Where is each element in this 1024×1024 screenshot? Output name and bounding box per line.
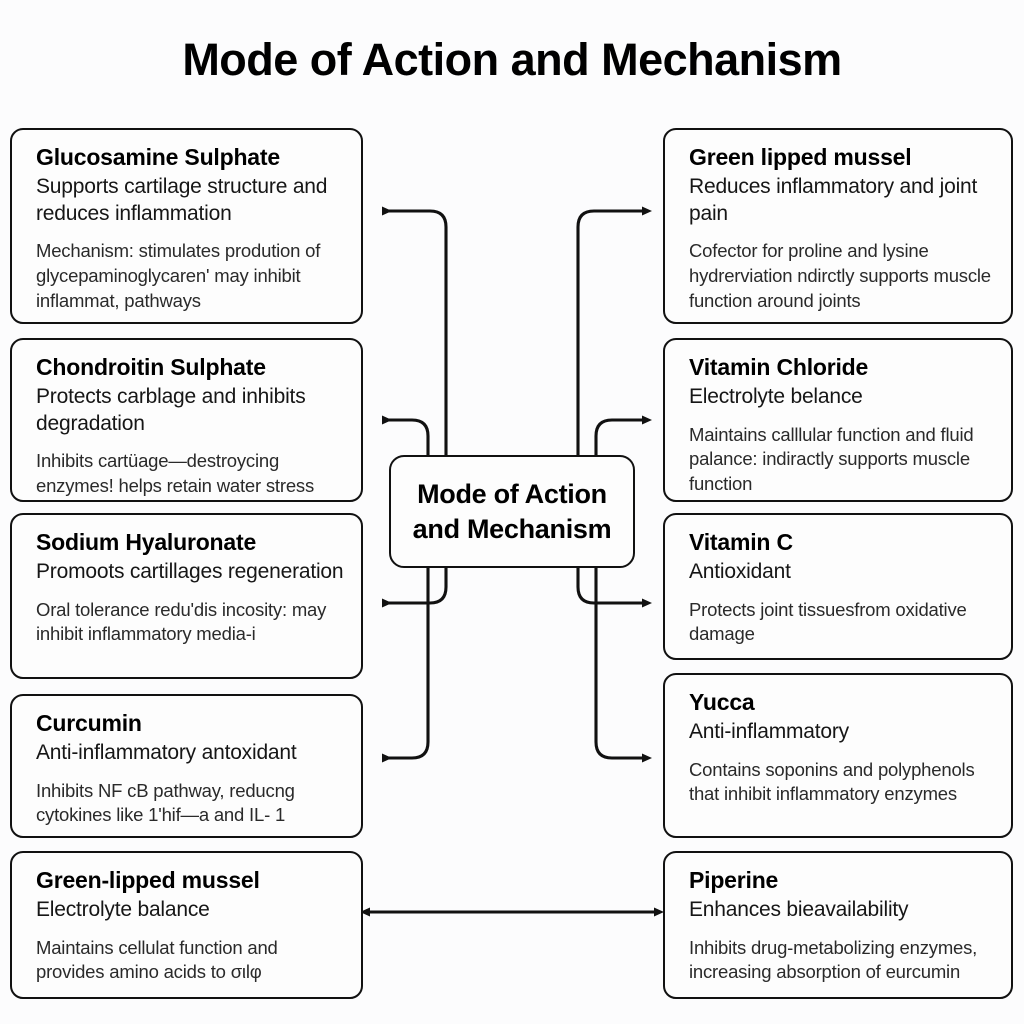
- node-mechanism: Inhibits drug-metabolizing enzymes, incr…: [689, 936, 978, 983]
- center-node-label: Mode of Action and Mechanism: [413, 477, 612, 545]
- node-subtitle: Electrolyte balance: [36, 898, 210, 922]
- node-green-lipped-mussel-left[interactable]: Green-lipped mussel Electrolyte balance …: [10, 851, 363, 999]
- node-title: Curcumin: [36, 710, 142, 736]
- node-title: Chondroitin Sulphate: [36, 354, 266, 380]
- connector-right-row2: [594, 415, 652, 458]
- connector-right-row4: [594, 565, 652, 763]
- node-mechanism: Protects joint tissuesfrom oxidative dam…: [689, 598, 967, 645]
- node-mechanism: Maintains calllular function and fluid p…: [689, 423, 974, 494]
- connector-left-row3: [382, 565, 448, 608]
- node-mechanism: Inhibits cartüage—destroycing enzymes! h…: [36, 450, 315, 497]
- node-subtitle: Enhances bieavailability: [689, 898, 909, 922]
- node-subtitle: Supports cartilage structure and reduces…: [36, 175, 328, 225]
- node-sodium-hyaluronate[interactable]: Sodium Hyaluronate Promoots cartillages …: [10, 513, 363, 679]
- node-title: Piperine: [689, 867, 779, 893]
- node-vitamin-chloride[interactable]: Vitamin Chloride Electrolyte belance Mai…: [663, 338, 1013, 502]
- node-subtitle: Promoots cartillages regeneration: [36, 560, 344, 584]
- node-mechanism: Maintains cellulat function and provides…: [36, 936, 278, 983]
- node-vitamin-c[interactable]: Vitamin C Antioxidant Protects joint tis…: [663, 513, 1013, 660]
- node-yucca[interactable]: Yucca Anti-inflammatory Contains soponin…: [663, 673, 1013, 838]
- node-title: Yucca: [689, 689, 755, 715]
- connector-right-row1: [576, 206, 652, 458]
- node-glucosamine-sulphate[interactable]: Glucosamine Sulphate Supports cartilage …: [10, 128, 363, 324]
- node-mechanism: Mechanism: stimulates prodution of glyce…: [36, 240, 321, 311]
- node-curcumin[interactable]: Curcumin Anti-inflammatory antoxidant In…: [10, 694, 363, 838]
- node-mechanism: Oral tolerance redu'dis incosity: may in…: [36, 598, 327, 645]
- node-subtitle: Reduces inflammatory and joint pain: [689, 175, 978, 225]
- center-node-line-1: Mode of Action: [417, 479, 607, 510]
- node-title: Vitamin C: [689, 529, 793, 555]
- node-title: Green-lipped mussel: [36, 867, 260, 893]
- node-green-lipped-mussel-right[interactable]: Green lipped mussel Reduces inflammatory…: [663, 128, 1013, 324]
- connector-left-row4: [382, 565, 430, 763]
- connector-left-row1: [382, 206, 448, 458]
- node-piperine[interactable]: Piperine Enhances bieavailability Inhibi…: [663, 851, 1013, 999]
- node-subtitle: Anti-inflammatory antoxidant: [36, 741, 297, 765]
- center-node-line-2: and Mechanism: [412, 513, 612, 544]
- node-subtitle: Electrolyte belance: [689, 385, 863, 409]
- center-node[interactable]: Mode of Action and Mechanism: [389, 455, 635, 568]
- node-mechanism: Contains soponins and polyphenols that i…: [689, 758, 975, 805]
- node-title: Green lipped mussel: [689, 144, 912, 170]
- node-subtitle: Antioxidant: [689, 560, 791, 584]
- node-mechanism: Cofector for proline and lysine hydrervi…: [689, 240, 991, 311]
- node-chondroitin-sulphate[interactable]: Chondroitin Sulphate Protects carblage a…: [10, 338, 363, 502]
- node-subtitle: Anti-inflammatory: [689, 720, 849, 744]
- connector-right-row3: [576, 565, 652, 608]
- node-title: Glucosamine Sulphate: [36, 144, 280, 170]
- node-subtitle: Protects carblage and inhibits degradati…: [36, 385, 306, 435]
- page-title: Mode of Action and Mechanism: [182, 34, 842, 85]
- node-title: Vitamin Chloride: [689, 354, 869, 380]
- node-mechanism: Inhibits NF cB pathway, reducng cytokine…: [36, 779, 295, 826]
- node-title: Sodium Hyaluronate: [36, 529, 257, 555]
- connector-left-row2: [382, 415, 430, 458]
